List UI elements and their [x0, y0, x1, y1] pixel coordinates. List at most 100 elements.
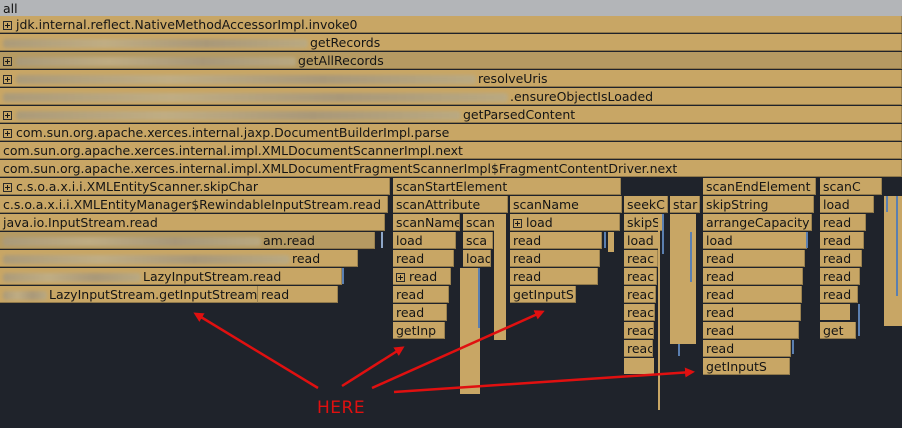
flame-frame[interactable]: c.s.o.a.x.i.i.XMLEntityManager$Rewindabl… — [0, 196, 388, 213]
frame-label: getParsedContent — [463, 107, 576, 122]
frame-label: read — [292, 251, 321, 266]
flame-frame[interactable]: getInputS — [510, 286, 576, 303]
flame-frame[interactable]: getParsedContent — [0, 106, 902, 123]
flame-frame[interactable]: read — [703, 340, 791, 357]
flame-frame[interactable]: reac — [624, 250, 658, 267]
flame-frame[interactable]: read — [393, 268, 451, 285]
flame-sliver — [658, 214, 660, 410]
flame-frame[interactable]: reac — [624, 268, 657, 285]
flame-frame[interactable]: read — [258, 286, 338, 303]
frame-label: read — [823, 287, 852, 302]
flame-frame[interactable]: java.io.InputStream.read — [0, 214, 385, 231]
frame-label: scan — [466, 215, 495, 230]
frame-label: seekC — [627, 197, 665, 212]
flame-frame[interactable]: read — [703, 268, 803, 285]
expand-icon[interactable] — [3, 111, 12, 120]
flame-frame-root[interactable]: all — [0, 0, 902, 17]
flame-frame[interactable]: scan — [463, 214, 498, 231]
flame-frame[interactable]: load — [624, 232, 660, 249]
flame-frame[interactable]: load — [820, 196, 874, 213]
flame-frame[interactable]: read — [820, 268, 860, 285]
flame-frame[interactable]: skipString — [703, 196, 814, 213]
flame-frame[interactable]: read — [393, 286, 449, 303]
frame-label: LazyInputStream.read — [143, 269, 282, 284]
frame-label: read — [706, 287, 735, 302]
frame-label: com.sun.org.apache.xerces.internal.jaxp.… — [16, 125, 450, 140]
flame-frame[interactable]: reac — [624, 286, 656, 303]
flame-frame[interactable]: read — [510, 250, 600, 267]
flame-frame[interactable]: read — [703, 322, 799, 339]
frame-label: .ensureObjectIsLoaded — [510, 89, 654, 104]
flame-frame[interactable]: read — [820, 232, 864, 249]
frame-label: c.s.o.a.x.i.i.XMLEntityScanner.skipChar — [16, 179, 259, 194]
flame-frame[interactable]: scanStartElement — [393, 178, 621, 195]
flame-frame[interactable]: load — [463, 250, 491, 267]
frame-label: skipS — [627, 215, 661, 230]
frame-label: read — [261, 287, 290, 302]
flame-frame[interactable]: scanAttribute — [393, 196, 508, 213]
frame-label: star — [673, 197, 698, 212]
flame-frame[interactable]: reac — [624, 340, 653, 357]
flame-frame[interactable]: scanC — [820, 178, 882, 195]
expand-icon[interactable] — [3, 129, 12, 138]
frame-label: load — [526, 215, 553, 230]
frame-label: get — [823, 323, 844, 338]
flame-sliver — [884, 196, 902, 326]
frame-label: resolveUris — [478, 71, 548, 86]
flame-frame[interactable]: read — [703, 286, 802, 303]
flame-frame[interactable]: load — [703, 232, 807, 249]
expand-icon[interactable] — [3, 75, 12, 84]
flame-sliver — [670, 214, 696, 344]
flame-frame[interactable]: scanName — [510, 196, 622, 213]
flame-frame[interactable]: getAllRecords — [0, 52, 902, 69]
expand-icon[interactable] — [513, 219, 522, 228]
flame-frame[interactable]: scanEndElement — [703, 178, 816, 195]
flame-frame[interactable]: skipS — [624, 214, 664, 231]
flame-frame[interactable]: com.sun.org.apache.xerces.internal.jaxp.… — [0, 124, 902, 141]
flame-frame[interactable]: reac — [624, 304, 655, 321]
flame-frame[interactable]: read — [393, 250, 454, 267]
flame-frame[interactable]: jdk.internal.reflect.NativeMethodAccesso… — [0, 16, 902, 33]
flame-frame[interactable]: getInputS — [703, 358, 790, 375]
frame-label: load — [823, 197, 850, 212]
frame-label: getRecords — [310, 35, 381, 50]
flame-frame[interactable]: getInp — [393, 322, 445, 339]
expand-icon[interactable] — [3, 21, 12, 30]
flame-frame[interactable]: LazyInputStream.getInputStream — [0, 286, 258, 303]
flame-frame[interactable]: read — [510, 232, 602, 249]
flame-frame[interactable]: read — [393, 304, 447, 321]
flame-frame[interactable]: load — [393, 232, 456, 249]
flame-frame[interactable]: read — [703, 250, 805, 267]
flame-sliver — [886, 196, 888, 212]
flame-frame[interactable]: resolveUris — [0, 70, 902, 87]
flame-frame[interactable]: read — [0, 250, 358, 267]
flame-frame[interactable]: sca — [463, 232, 493, 249]
flame-frame[interactable]: getRecords — [0, 34, 902, 51]
flame-frame[interactable]: am.read — [0, 232, 375, 249]
expand-icon[interactable] — [3, 57, 12, 66]
flame-frame[interactable]: read — [703, 304, 801, 321]
flame-frame[interactable]: read — [820, 214, 866, 231]
flame-frame[interactable]: get — [820, 322, 856, 339]
flame-frame[interactable]: reac — [624, 322, 654, 339]
flame-frame[interactable]: read — [820, 250, 862, 267]
expand-icon[interactable] — [396, 273, 405, 282]
flame-frame[interactable]: LazyInputStream.read — [0, 268, 342, 285]
flame-frame[interactable]: read — [820, 286, 858, 303]
flame-frame[interactable]: .ensureObjectIsLoaded — [0, 88, 902, 105]
flame-frame[interactable]: read — [510, 268, 598, 285]
redacted-text — [3, 237, 261, 246]
flame-frame[interactable]: c.s.o.a.x.i.i.XMLEntityScanner.skipChar — [0, 178, 390, 195]
flame-frame[interactable]: seekC — [624, 196, 668, 213]
flame-frame[interactable]: arrangeCapacity — [703, 214, 812, 231]
flame-frame[interactable]: star — [670, 196, 700, 213]
flame-frame[interactable]: com.sun.org.apache.xerces.internal.impl.… — [0, 142, 902, 159]
frame-label: LazyInputStream.getInputStream — [49, 287, 258, 302]
frame-label: reac — [627, 251, 655, 266]
flame-sliver — [342, 268, 344, 284]
redacted-text — [3, 273, 141, 282]
flame-frame[interactable]: com.sun.org.apache.xerces.internal.impl.… — [0, 160, 902, 177]
expand-icon[interactable] — [3, 183, 12, 192]
flame-frame[interactable]: load — [510, 214, 620, 231]
flame-frame[interactable]: scanName — [393, 214, 460, 231]
